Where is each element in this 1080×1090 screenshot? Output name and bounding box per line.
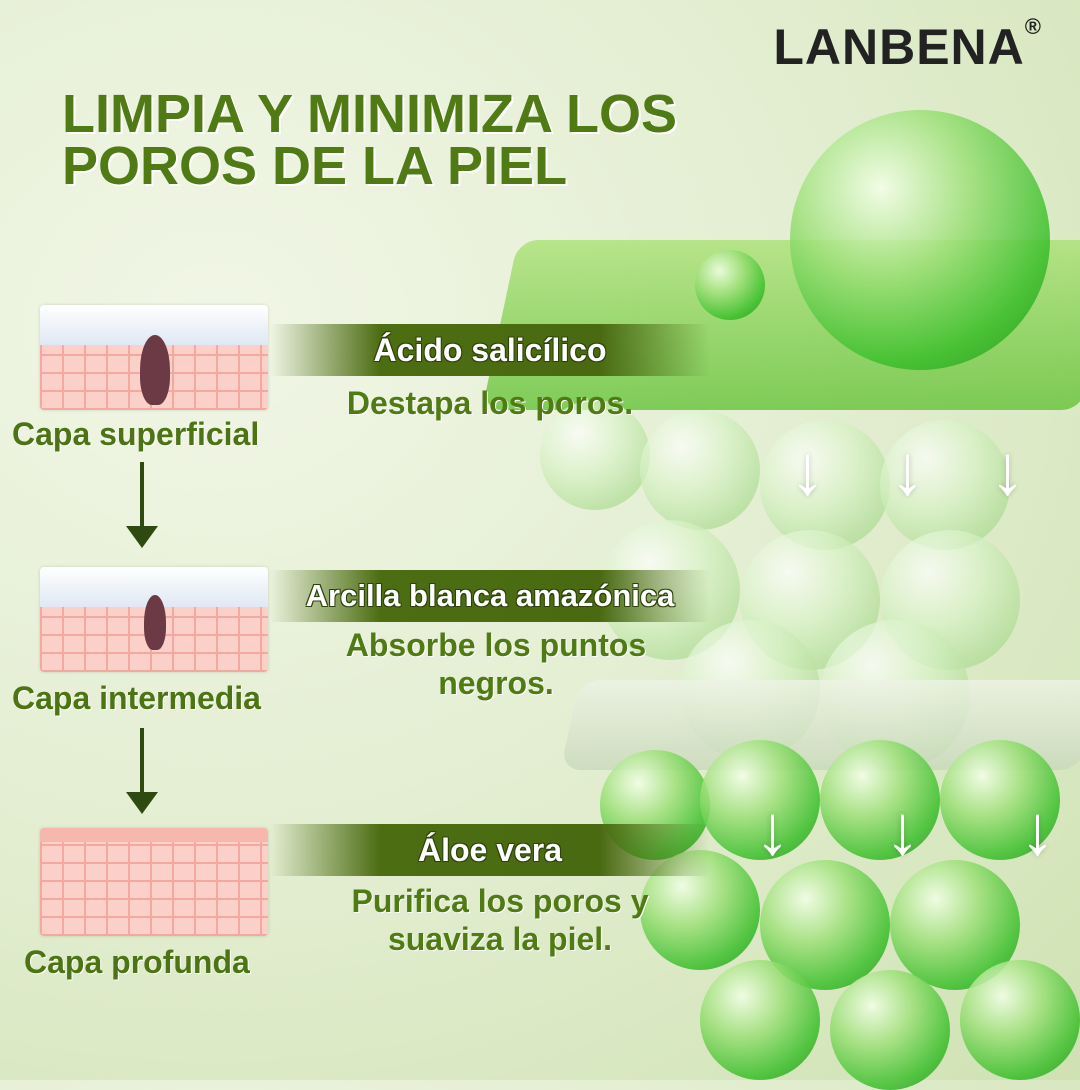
registered-mark: ® xyxy=(1024,14,1042,39)
product-illustration: ↓ ↓ ↓ ↓ ↓ ↓ xyxy=(480,100,1080,1090)
ingredient-banner: Arcilla blanca amazónica xyxy=(270,570,710,622)
deep-skin-illustration xyxy=(40,828,268,936)
ingredient-banner: Ácido salicílico xyxy=(270,324,710,376)
down-arrow-icon: ↓ xyxy=(990,431,1025,509)
ingredient-banner: Áloe vera xyxy=(270,824,710,876)
gel-sphere xyxy=(790,110,1050,370)
down-arrow-icon xyxy=(126,728,158,814)
down-arrow-icon: ↓ xyxy=(885,791,920,869)
superficial-skin-illustration xyxy=(40,305,268,410)
brand-logo: LANBENA® xyxy=(773,14,1042,76)
description-line: Absorbe los puntos xyxy=(345,627,647,663)
layer-label: Capa intermedia xyxy=(12,680,261,716)
down-arrow-icon: ↓ xyxy=(890,431,925,509)
title-line-1: LIMPIA Y MINIMIZA LOS xyxy=(62,84,678,144)
down-arrow-icon xyxy=(126,462,158,548)
description-line: negros. xyxy=(438,665,554,701)
description-line: Purifica los poros y xyxy=(351,883,649,919)
layer-label: Capa superficial xyxy=(12,416,260,452)
description-line: Destapa los poros. xyxy=(346,385,634,421)
down-arrow-icon: ↓ xyxy=(1020,791,1055,869)
title-line-2: POROS DE LA PIEL xyxy=(62,136,568,196)
down-arrow-icon: ↓ xyxy=(790,431,825,509)
layer-label: Capa profunda xyxy=(24,944,250,980)
intermediate-skin-illustration xyxy=(40,567,268,672)
description-line: suaviza la piel. xyxy=(387,921,613,957)
brand-name: LANBENA xyxy=(773,19,1025,75)
gel-droplet xyxy=(695,250,765,320)
down-arrow-icon: ↓ xyxy=(755,791,790,869)
ingredient-description: Destapa los poros. xyxy=(290,384,690,422)
